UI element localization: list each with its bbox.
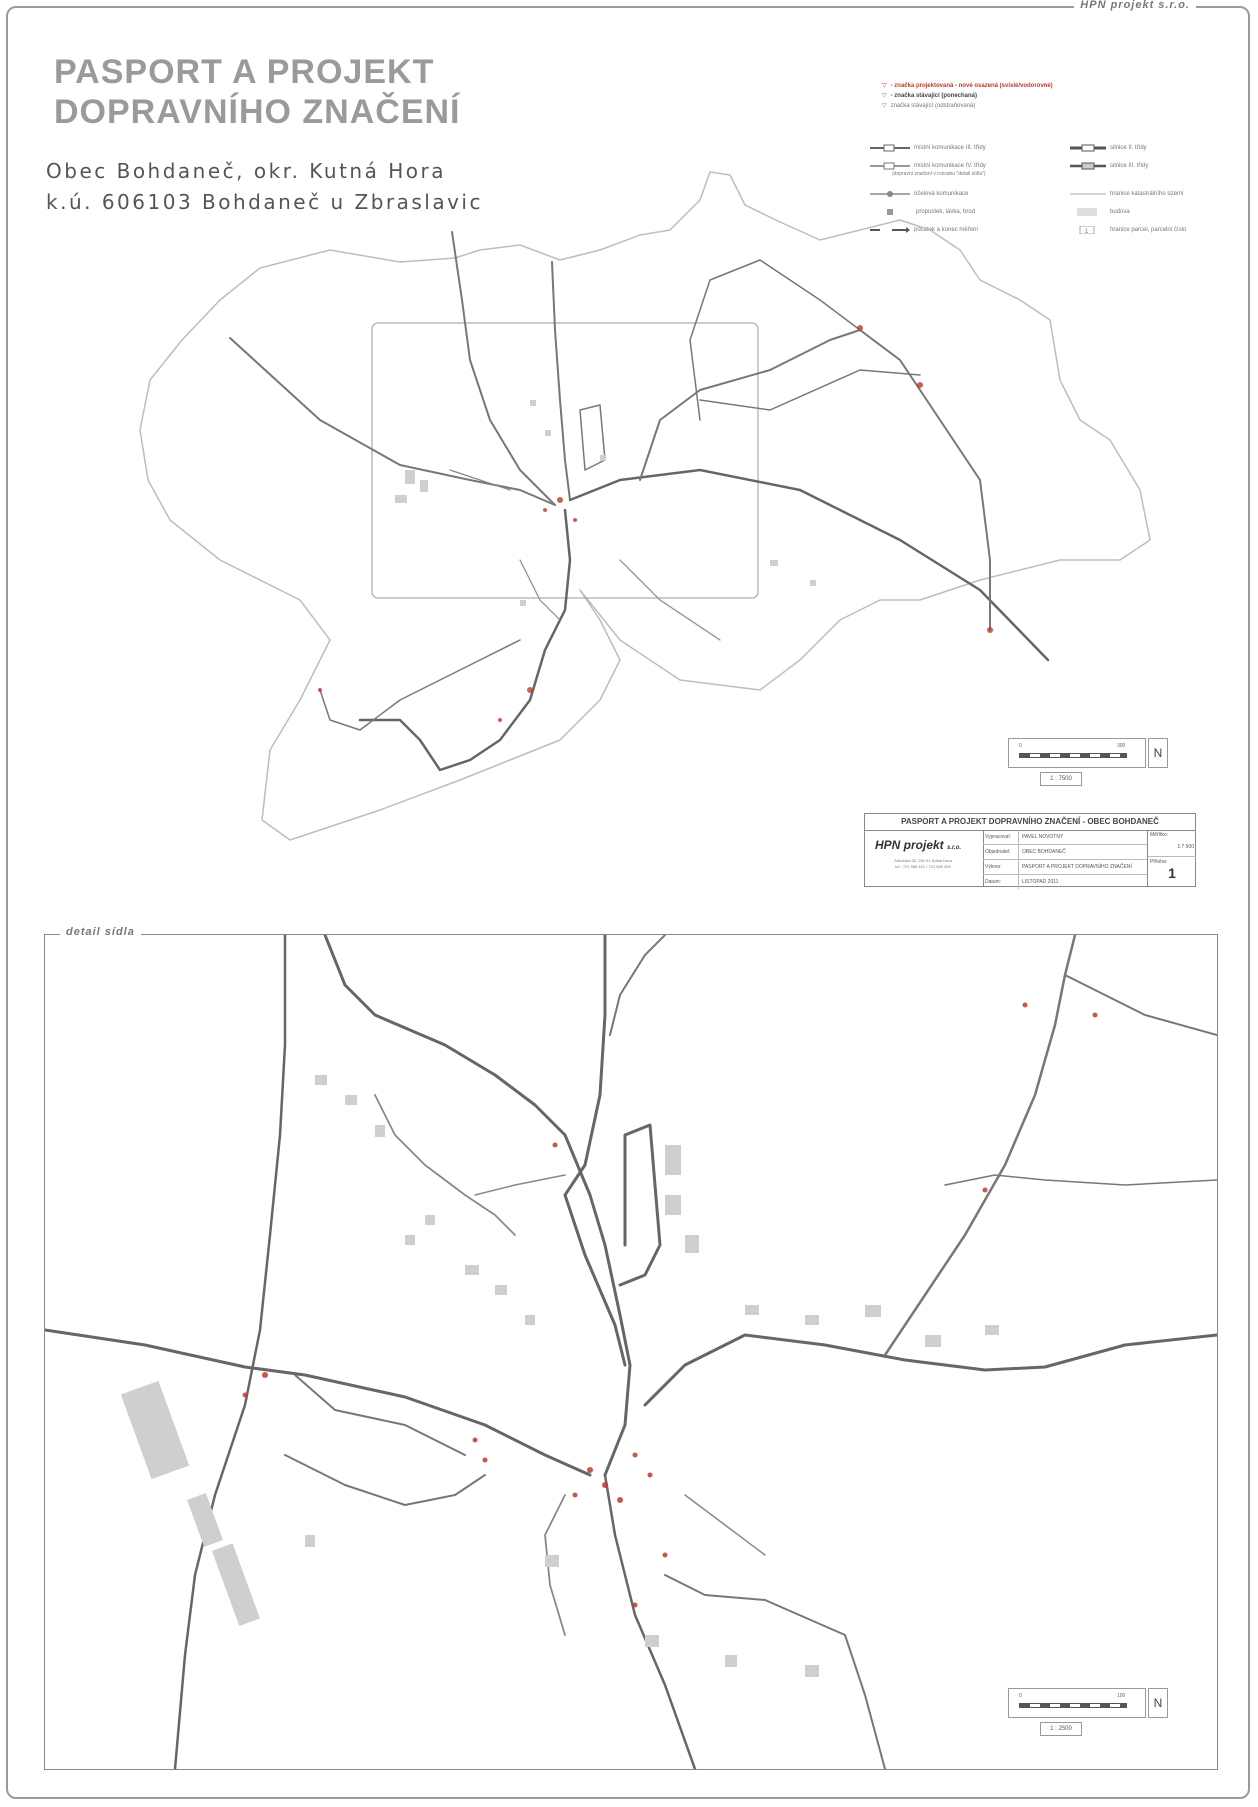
company-tag: HPN projekt s.r.o. (1074, 0, 1196, 11)
arrow-icon (870, 227, 910, 233)
detail-road-north-right (609, 935, 666, 1036)
detail-road-ne-branch (1064, 974, 1217, 1036)
detail-road-sw-2 (284, 1454, 486, 1506)
legend-item: silnice II. třídy (1070, 144, 1147, 152)
detail-road-southeast (664, 1574, 886, 1769)
legend-item: počátek a konec měření (870, 226, 978, 234)
road-east (568, 468, 1050, 662)
road-southwest (319, 639, 521, 731)
detail-road-local-1 (374, 1094, 516, 1236)
road-line-icon (870, 191, 910, 197)
legend: ▽ - značka projektovaná - nové osazená (… (870, 78, 1200, 258)
detail-scale-ratio: 1 : 2500 (1040, 1722, 1082, 1736)
cadastral-boundary (139, 171, 1151, 841)
tb-row: Vypracoval:PAVEL NOVOTNÝ (983, 830, 1147, 845)
sheet-frame: HPN projekt s.r.o. (6, 0, 1250, 1799)
overview-map (139, 171, 1151, 841)
tb-row: Datum:LISTOPAD 2011 (983, 875, 1147, 889)
sign-triangle-icon: ▽ (882, 103, 887, 109)
detail-road-south (603, 1473, 697, 1769)
detail-road-northeast (883, 935, 1077, 1357)
tb-row: Objednatel:OBEC BOHDANEČ (983, 845, 1147, 860)
road-south-2 (519, 559, 561, 621)
sheet-title: PASPORT A PROJEKT DOPRAVNÍHO ZNAČENÍ (54, 52, 461, 132)
tb-row: Výkres:PASPORT A PROJEKT DOPRAVNÍHO ZNAČ… (983, 860, 1147, 875)
subtitle-cadastre: k.ú. 606103 Bohdaneč u Zbraslavic (46, 190, 483, 214)
legend-item: propustek, lávka, brod (884, 208, 975, 216)
detail-road-sw-1 (294, 1374, 466, 1456)
parcel-icon: 1 (1079, 226, 1095, 234)
title-line-1: PASPORT A PROJEKT (54, 53, 435, 91)
detail-road-loop-north (618, 1123, 662, 1287)
legend-note: (dopravní značení v rozsahu "detail sídl… (892, 171, 986, 177)
detail-map-frame (44, 934, 1218, 1770)
detail-road-north-left (323, 935, 632, 1477)
legend-item: ▽ - značka projektovaná - nové osazená (… (882, 82, 1053, 90)
detail-road-west (45, 1328, 592, 1477)
road-line-icon (870, 162, 910, 170)
detail-road-local-2 (474, 1174, 566, 1196)
title-block-side: Měřítko: 1:7 500 Příloha: 1 (1147, 830, 1196, 886)
road-line-icon (1070, 144, 1106, 152)
legend-item: místní komunikace III. třídy (870, 144, 986, 152)
legend-item: ▽ - značka stávající (ponechaná) (882, 92, 977, 100)
title-block-heading: PASPORT A PROJEKT DOPRAVNÍHO ZNAČENÍ - O… (865, 814, 1195, 831)
legend-item: 1 hranice parcel, parcelní číslo (1076, 226, 1186, 234)
title-line-2: DOPRAVNÍHO ZNAČENÍ (54, 93, 461, 131)
title-block: PASPORT A PROJEKT DOPRAVNÍHO ZNAČENÍ - O… (864, 813, 1196, 889)
legend-item: silnice III. třídy (1070, 162, 1148, 170)
road-local-west (449, 469, 511, 491)
road-north-1 (451, 231, 556, 506)
detail-road-east (643, 1333, 1217, 1407)
building-icon (1077, 208, 1097, 216)
north-arrow-icon: N (1148, 738, 1168, 768)
road-north-2 (551, 261, 571, 501)
legend-item: místní komunikace IV. třídy (870, 162, 986, 170)
detail-label: detail sídla (60, 926, 141, 938)
road-west (229, 337, 556, 506)
north-arrow-icon: N (1148, 1688, 1168, 1718)
road-north-east-3 (689, 259, 861, 421)
sign-triangle-icon: ▽ (882, 93, 887, 99)
svg-text:1: 1 (1085, 229, 1089, 234)
subtitle-municipality: Obec Bohdaneč, okr. Kutná Hora (46, 159, 446, 183)
road-northeast-2 (699, 369, 921, 411)
company-logo: HPN projekt s.r.o. Sokolská 30, 284 01 K… (865, 830, 984, 886)
detail-scale-bar: 0 100 (1008, 1688, 1146, 1718)
road-south-1 (358, 508, 572, 772)
overview-scale-bar: 0 300 (1008, 738, 1146, 768)
detail-road-local-4 (684, 1494, 766, 1556)
road-line-icon (1070, 162, 1106, 170)
detail-road-east-2 (944, 1174, 1217, 1186)
road-southeast (619, 559, 721, 641)
legend-item: hranice katastrálního území (1070, 190, 1184, 198)
boundary-line-icon (1070, 193, 1106, 195)
title-block-fields: Vypracoval:PAVEL NOVOTNÝ Objednatel:OBEC… (983, 830, 1147, 889)
legend-item: budova (1076, 208, 1130, 216)
culvert-icon (887, 209, 893, 215)
detail-map (45, 935, 1217, 1769)
road-line-icon (870, 144, 910, 152)
scale-graphic (1019, 1703, 1127, 1708)
overview-scale-ratio: 1 : 7500 (1040, 772, 1082, 786)
legend-item: účelová komunikace (870, 190, 968, 198)
detail-road-north-center (563, 935, 627, 1367)
scale-graphic (1019, 753, 1127, 758)
legend-item: ▽ značka stávající (odstraňovaná) (882, 102, 976, 110)
detail-road-west-2 (173, 935, 287, 1769)
sign-triangle-icon: ▽ (882, 83, 887, 89)
